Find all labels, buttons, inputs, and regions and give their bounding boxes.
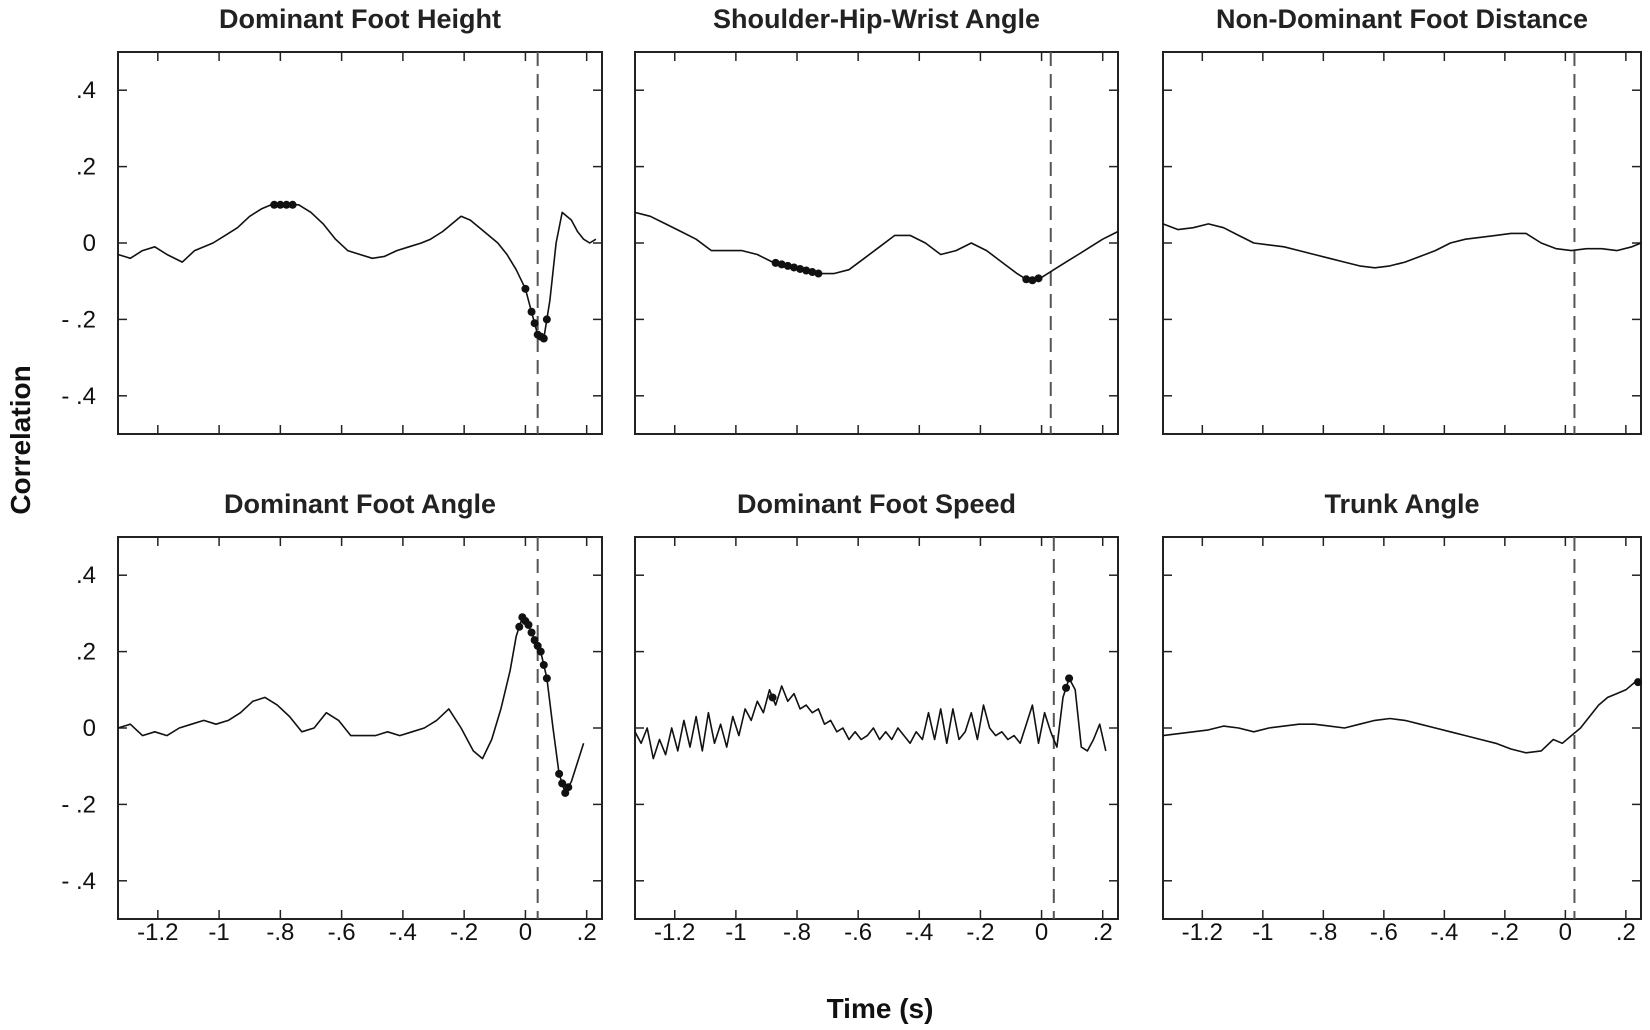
significance-marker — [789, 263, 798, 272]
significance-marker — [542, 674, 551, 683]
y-tick-label: .4 — [76, 562, 96, 589]
panel-trunk-angle: Trunk Angle -1.2 -1 -.8 -.6 -.4 -.2 0 .2 — [1162, 489, 1642, 946]
x-tick-label: -.8 — [1309, 919, 1337, 946]
x-tick-label: .2 — [1093, 919, 1113, 946]
x-tick-label: -.8 — [266, 919, 294, 946]
x-tick-label: .2 — [577, 919, 597, 946]
y-axis-label: Correlation — [5, 365, 36, 514]
significance-marker — [530, 319, 539, 328]
significance-marker — [802, 266, 811, 275]
significance-marker — [288, 200, 297, 209]
panel-grid: Dominant Foot Height .4 .2 0 - .2 - .4 Shoulde… — [61, 4, 1642, 946]
significance-marker — [524, 620, 533, 629]
significance-marker — [777, 260, 786, 269]
panel-title: Trunk Angle — [1324, 489, 1479, 519]
x-tick-label: -.6 — [844, 919, 872, 946]
significance-marker — [1028, 276, 1037, 285]
x-tick-label: -1 — [1252, 919, 1273, 946]
series-line — [634, 211, 1119, 283]
y-tick-label: - .4 — [61, 383, 96, 410]
significance-marker — [1062, 683, 1071, 692]
y-tick-label: - .2 — [61, 791, 96, 818]
panel-title: Dominant Foot Speed — [737, 489, 1016, 519]
significance-marker — [282, 200, 291, 209]
significance-marker — [1034, 274, 1043, 283]
plot-frame — [634, 51, 1119, 435]
significance-marker — [515, 622, 524, 631]
panel-title: Dominant Foot Angle — [224, 489, 496, 519]
significance-marker — [536, 647, 545, 656]
plot-frame — [1162, 51, 1642, 435]
x-tick-label: -1 — [208, 919, 229, 946]
x-tick-label: -.4 — [1430, 919, 1458, 946]
significance-marker — [276, 200, 285, 209]
x-tick-label: 0 — [1035, 919, 1048, 946]
panel-title: Shoulder-Hip-Wrist Angle — [713, 4, 1040, 34]
series-line — [117, 616, 585, 794]
panel-title: Non-Dominant Foot Distance — [1216, 4, 1588, 34]
x-tick-label: -1.2 — [1182, 919, 1223, 946]
x-tick-label: 0 — [519, 919, 532, 946]
plot-frame — [117, 536, 603, 920]
panel-title: Dominant Foot Height — [219, 4, 501, 34]
x-axis-label: Time (s) — [827, 993, 934, 1024]
panel-non-dominant-foot-distance: Non-Dominant Foot Distance — [1162, 4, 1642, 435]
significance-marker — [1022, 275, 1031, 284]
plot-frame — [634, 536, 1119, 920]
y-tick-label: 0 — [83, 230, 96, 257]
series-line — [634, 677, 1107, 760]
series-line — [1162, 223, 1642, 269]
significance-marker — [270, 200, 279, 209]
significance-marker — [539, 334, 548, 343]
plot-frame — [117, 51, 603, 435]
significance-marker — [527, 628, 536, 637]
x-tick-label: -.4 — [905, 919, 933, 946]
significance-marker — [808, 268, 817, 277]
significance-marker — [796, 264, 805, 273]
y-tick-label: - .2 — [61, 306, 96, 333]
significance-marker — [1065, 674, 1074, 683]
x-tick-label: .2 — [1616, 919, 1636, 946]
significance-marker — [555, 769, 564, 778]
x-tick-label: -1 — [725, 919, 746, 946]
significance-marker — [771, 258, 780, 267]
x-tick-label: -.6 — [1370, 919, 1398, 946]
significance-marker — [564, 783, 573, 792]
x-tick-label: -.8 — [783, 919, 811, 946]
series-line — [1162, 681, 1641, 754]
panel-dominant-foot-speed: Dominant Foot Speed -1.2 -1 -.8 -.6 -.4 -.2 0 .2 — [634, 489, 1119, 946]
significance-marker — [539, 660, 548, 669]
x-tick-label: -1.2 — [137, 919, 178, 946]
series-line — [117, 204, 597, 340]
panel-dominant-foot-angle: Dominant Foot Angle .4 .2 0 - .2 - .4 -1.2 -1 -.… — [61, 489, 603, 946]
y-tick-label: .2 — [76, 154, 96, 181]
x-tick-label: -.4 — [389, 919, 417, 946]
panel-dominant-foot-height: Dominant Foot Height .4 .2 0 - .2 - .4 — [61, 4, 603, 435]
x-tick-label: -.6 — [328, 919, 356, 946]
significance-marker — [768, 693, 777, 702]
significance-marker — [521, 284, 530, 293]
significance-marker — [542, 315, 551, 324]
significance-marker — [783, 261, 792, 270]
x-tick-label: -.2 — [966, 919, 994, 946]
x-tick-label: 0 — [1559, 919, 1572, 946]
y-tick-label: .2 — [76, 639, 96, 666]
significance-marker — [527, 307, 536, 316]
significance-marker — [814, 269, 823, 278]
significance-marker — [1633, 678, 1642, 687]
x-tick-label: -1.2 — [654, 919, 695, 946]
y-tick-label: .4 — [76, 77, 96, 104]
x-tick-label: -.2 — [1491, 919, 1519, 946]
panel-shoulder-hip-wrist-angle: Shoulder-Hip-Wrist Angle — [634, 4, 1119, 435]
y-tick-label: - .4 — [61, 868, 96, 895]
significance-marker — [558, 779, 567, 788]
y-tick-label: 0 — [83, 715, 96, 742]
x-tick-label: -.2 — [450, 919, 478, 946]
